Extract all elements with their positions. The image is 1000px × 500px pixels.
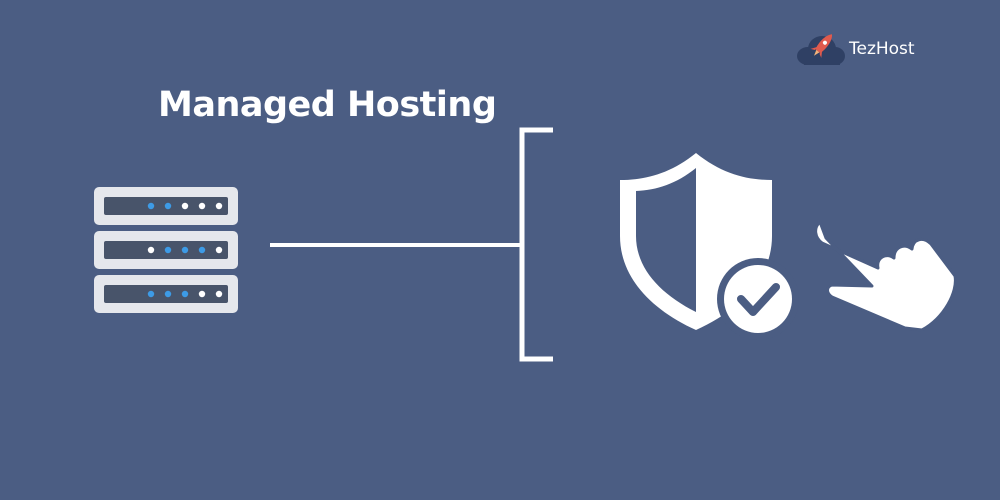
pointing-hand-icon [814, 220, 957, 332]
status-led [198, 202, 206, 210]
status-led [164, 246, 172, 254]
status-led [181, 290, 189, 298]
server-rack-icon [94, 187, 238, 313]
cloud-rocket-icon [797, 34, 845, 65]
page-title: Managed Hosting [158, 85, 497, 125]
server-unit [94, 187, 238, 225]
bracket [519, 127, 553, 362]
status-led [181, 246, 189, 254]
status-led [147, 246, 155, 254]
status-led [147, 290, 155, 298]
status-led [215, 290, 223, 298]
server-unit [94, 275, 238, 313]
status-led [198, 246, 206, 254]
status-led [181, 202, 189, 210]
brand-logo: TezHost [794, 30, 934, 70]
status-led [215, 246, 223, 254]
shield-check-icon [620, 153, 799, 340]
status-led [147, 202, 155, 210]
status-led [215, 202, 223, 210]
server-unit [94, 231, 238, 269]
status-led [198, 290, 206, 298]
status-led [164, 290, 172, 298]
status-led [164, 202, 172, 210]
brand-name: TezHost [849, 39, 915, 59]
